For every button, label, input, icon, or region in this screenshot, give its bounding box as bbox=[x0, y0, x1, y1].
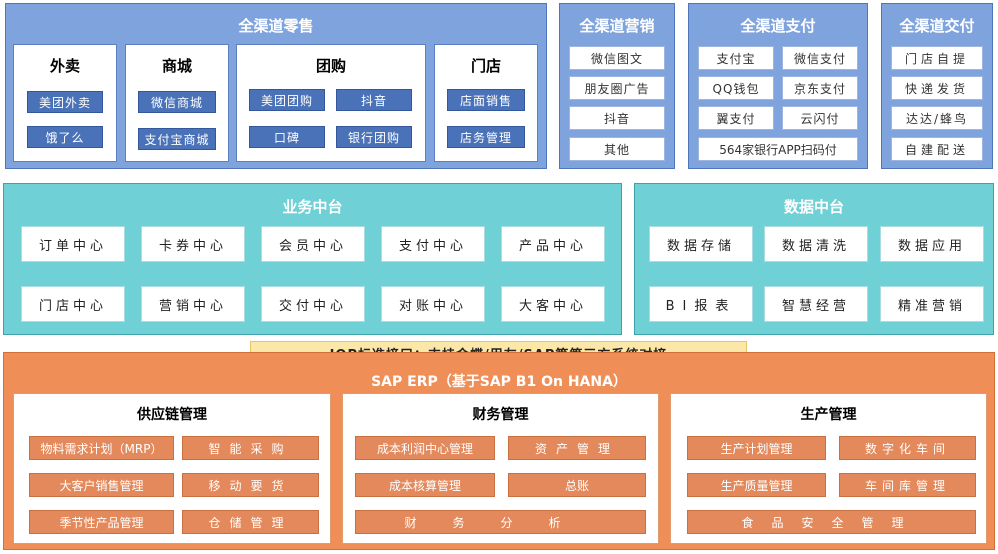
tag-data-cleaning: 数据清洗 bbox=[764, 226, 868, 262]
tag-smart-purchase: 智能采购 bbox=[182, 436, 319, 460]
tag-key-account-center: 大客中心 bbox=[501, 286, 605, 322]
marketing-panel: 全渠道营销 微信图文 朋友圈广告 抖音 其他 bbox=[559, 3, 675, 169]
tag-meituan-waimai: 美团外卖 bbox=[27, 91, 103, 113]
tag-mrp: 物料需求计划（MRP） bbox=[29, 436, 174, 460]
tag-bank-group: 银行团购 bbox=[336, 126, 412, 148]
tag-member-center: 会员中心 bbox=[261, 226, 365, 262]
tag-financial-analysis: 财务分析 bbox=[355, 510, 646, 534]
store-card: 门店 店面销售 店务管理 bbox=[434, 44, 538, 162]
production-title: 生产管理 bbox=[800, 407, 857, 423]
tag-data-storage: 数据存储 bbox=[649, 226, 753, 262]
tag-coupon-center: 卡券中心 bbox=[141, 226, 245, 262]
tag-wechat-pay: 微信支付 bbox=[782, 46, 858, 70]
waimai-card: 外卖 美团外卖 饿了么 bbox=[13, 44, 117, 162]
supply-card: 供应链管理 物料需求计划（MRP） 智能采购 大客户销售管理 移动要货 季节性产… bbox=[13, 393, 331, 544]
tag-mobile-request: 移动要货 bbox=[182, 473, 319, 497]
tag-production-plan: 生产计划管理 bbox=[687, 436, 826, 460]
tag-store-center: 门店中心 bbox=[21, 286, 125, 322]
tag-store-pickup: 门店自提 bbox=[891, 46, 983, 70]
tag-order-center: 订单中心 bbox=[21, 226, 125, 262]
tag-data-application: 数据应用 bbox=[880, 226, 984, 262]
tag-bestpay: 翼支付 bbox=[698, 106, 774, 130]
tag-alipay-mall: 支付宝商城 bbox=[138, 128, 216, 150]
tag-qq-wallet: QQ钱包 bbox=[698, 76, 774, 100]
supply-title: 供应链管理 bbox=[137, 407, 207, 423]
finance-card: 财务管理 成本利润中心管理 资产管理 成本核算管理 总账 财务分析 bbox=[342, 393, 659, 544]
tag-cost-accounting: 成本核算管理 bbox=[355, 473, 495, 497]
tag-key-account-sales: 大客户销售管理 bbox=[29, 473, 174, 497]
store-title: 门店 bbox=[470, 57, 501, 75]
tag-dada-fengniao: 达达/蜂鸟 bbox=[891, 106, 983, 130]
tag-precision-marketing: 精准营销 bbox=[880, 286, 984, 322]
tag-express: 快递发货 bbox=[891, 76, 983, 100]
tag-eleme: 饿了么 bbox=[27, 126, 103, 148]
tag-workshop-inventory: 车间库管理 bbox=[839, 473, 976, 497]
marketing-title: 全渠道营销 bbox=[579, 17, 655, 35]
business-title: 业务中台 bbox=[282, 198, 343, 216]
tag-bank-app-scan: 564家银行APP扫码付 bbox=[698, 137, 858, 161]
tag-food-safety: 食品安全管理 bbox=[687, 510, 976, 534]
delivery-title: 全渠道交付 bbox=[899, 17, 975, 35]
business-panel: 业务中台 订单中心 卡券中心 会员中心 支付中心 产品中心 门店中心 营销中心 … bbox=[3, 183, 622, 335]
waimai-title: 外卖 bbox=[49, 57, 80, 75]
tag-koubei: 口碑 bbox=[249, 126, 325, 148]
tag-delivery-center: 交付中心 bbox=[261, 286, 365, 322]
tag-other: 其他 bbox=[569, 137, 665, 161]
tag-cost-profit-center: 成本利润中心管理 bbox=[355, 436, 495, 460]
tag-seasonal-product: 季节性产品管理 bbox=[29, 510, 174, 534]
payment-panel: 全渠道支付 支付宝 微信支付 QQ钱包 京东支付 翼支付 云闪付 564家银行A… bbox=[688, 3, 868, 169]
tag-wechat-mall: 微信商城 bbox=[138, 91, 216, 113]
production-card: 生产管理 生产计划管理 数字化车间 生产质量管理 车间库管理 食品安全管理 bbox=[670, 393, 987, 544]
tag-douyin: 抖音 bbox=[336, 89, 412, 111]
erp-panel: SAP ERP（基于SAP B1 On HANA） 供应链管理 物料需求计划（M… bbox=[3, 352, 995, 550]
data-center-panel: 数据中台 数据存储 数据清洗 数据应用 BI报表 智慧经营 精准营销 bbox=[634, 183, 994, 335]
tag-store-sales: 店面销售 bbox=[447, 89, 525, 111]
tag-self-delivery: 自建配送 bbox=[891, 137, 983, 161]
tag-store-ops: 店务管理 bbox=[447, 126, 525, 148]
tag-marketing-center: 营销中心 bbox=[141, 286, 245, 322]
tag-smart-operation: 智慧经营 bbox=[764, 286, 868, 322]
retail-panel: 全渠道零售 外卖 美团外卖 饿了么 商城 微信商城 支付宝商城 团购 美团团购 … bbox=[5, 3, 547, 169]
tag-reconciliation-center: 对账中心 bbox=[381, 286, 485, 322]
tag-general-ledger: 总账 bbox=[508, 473, 646, 497]
tag-asset-management: 资产管理 bbox=[508, 436, 646, 460]
data-center-title: 数据中台 bbox=[783, 198, 844, 216]
erp-title: SAP ERP（基于SAP B1 On HANA） bbox=[371, 374, 627, 390]
tag-moments-ads: 朋友圈广告 bbox=[569, 76, 665, 100]
tag-alipay: 支付宝 bbox=[698, 46, 774, 70]
delivery-panel: 全渠道交付 门店自提 快递发货 达达/蜂鸟 自建配送 bbox=[881, 3, 993, 169]
group-card: 团购 美团团购 抖音 口碑 银行团购 bbox=[236, 44, 426, 162]
tag-meituan-group: 美团团购 bbox=[249, 89, 325, 111]
tag-digital-workshop: 数字化车间 bbox=[839, 436, 976, 460]
tag-warehouse: 仓储管理 bbox=[182, 510, 319, 534]
tag-bi-report: BI报表 bbox=[649, 286, 753, 322]
mall-card: 商城 微信商城 支付宝商城 bbox=[125, 44, 229, 162]
tag-product-center: 产品中心 bbox=[501, 226, 605, 262]
mall-title: 商城 bbox=[161, 57, 192, 75]
retail-title: 全渠道零售 bbox=[238, 17, 314, 35]
tag-payment-center: 支付中心 bbox=[381, 226, 485, 262]
tag-unionpay-quickpass: 云闪付 bbox=[782, 106, 858, 130]
payment-title: 全渠道支付 bbox=[740, 17, 816, 35]
tag-jd-pay: 京东支付 bbox=[782, 76, 858, 100]
group-title: 团购 bbox=[315, 57, 346, 75]
tag-douyin-marketing: 抖音 bbox=[569, 106, 665, 130]
finance-title: 财务管理 bbox=[472, 407, 529, 423]
tag-production-quality: 生产质量管理 bbox=[687, 473, 826, 497]
tag-wechat-article: 微信图文 bbox=[569, 46, 665, 70]
